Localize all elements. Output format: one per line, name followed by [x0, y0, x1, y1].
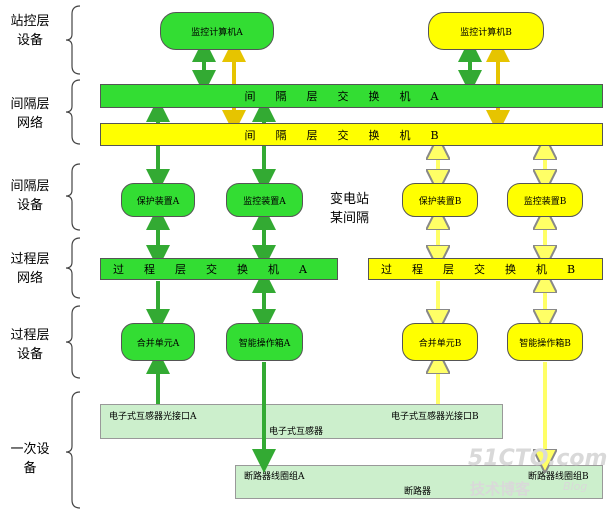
ect-label: 电子式互感器 — [269, 427, 324, 437]
smart-terminal-b: 智能操作箱B — [507, 323, 583, 361]
brace-primary-equipment — [66, 391, 81, 509]
process-switch-a-bar: 过程层交换机A — [100, 258, 338, 280]
monitoring-device-b: 监控装置B — [507, 183, 583, 217]
watermark-blog-cn: 技术博客 — [470, 480, 531, 498]
layer-label-bay-devices: 间隔层 设备 — [10, 179, 50, 213]
protection-device-b: 保护装置B — [402, 183, 478, 217]
bay-switch-b-bar: 间隔层交换机B — [100, 123, 603, 146]
monitoring-device-b-label: 监控装置B — [523, 196, 567, 207]
merging-unit-b-label: 合并单元B — [418, 338, 462, 349]
monitoring-computer-a-label: 监控计算机A — [191, 27, 243, 38]
layer-label-bay-network: 间隔层 网络 — [10, 97, 50, 131]
merging-unit-a: 合并单元A — [121, 323, 195, 361]
bay-switch-a-label: 间隔层交换机A — [244, 90, 459, 103]
ect-port-b-label: 电子式互感器光接口B — [391, 412, 479, 422]
breaker-label: 断路器 — [404, 487, 432, 497]
process-switch-a-label: 过程层交换机A — [113, 263, 327, 276]
smart-terminal-a: 智能操作箱A — [226, 323, 303, 361]
protection-device-a: 保护装置A — [121, 183, 195, 217]
breaker-coil-a-label: 断路器线圈组A — [244, 472, 305, 482]
bay-switch-a-bar: 间隔层交换机A — [100, 84, 603, 108]
brace-bay-devices — [66, 163, 81, 231]
monitoring-computer-a: 监控计算机A — [160, 12, 274, 50]
monitoring-device-a: 监控装置A — [226, 183, 303, 217]
layer-label-process-devices: 过程层 设备 — [10, 328, 50, 362]
substation-bay-label: 变电站 某间隔 — [330, 192, 370, 226]
monitoring-device-a-label: 监控装置A — [243, 196, 286, 207]
merging-unit-b: 合并单元B — [402, 323, 478, 361]
merging-unit-a-label: 合并单元A — [136, 338, 180, 349]
brace-station-devices — [66, 5, 81, 75]
brace-process-network — [66, 237, 81, 299]
bay-switch-b-label: 间隔层交换机B — [244, 128, 459, 142]
layer-label-station-devices: 站控层 设备 — [10, 14, 50, 48]
brace-process-devices — [66, 305, 81, 379]
monitoring-computer-b-label: 监控计算机B — [460, 27, 512, 38]
protection-device-b-label: 保护装置B — [418, 196, 462, 207]
breaker-coil-b-label: 断路器线圈组B — [528, 472, 589, 482]
protection-device-a-label: 保护装置A — [136, 196, 180, 207]
smart-terminal-b-label: 智能操作箱B — [519, 338, 571, 349]
process-switch-b-bar: 过程层交换机B — [368, 258, 603, 280]
brace-bay-network — [66, 79, 81, 145]
layer-label-process-network: 过程层 网络 — [10, 252, 50, 286]
smart-terminal-a-label: 智能操作箱A — [238, 338, 291, 349]
watermark-blog-en: Blog — [563, 480, 588, 493]
process-switch-b-label: 过程层交换机B — [381, 263, 596, 276]
monitoring-computer-b: 监控计算机B — [428, 12, 544, 50]
ect-port-a-label: 电子式互感器光接口A — [109, 412, 197, 422]
electronic-transformer-box: 电子式互感器光接口A 电子式互感器光接口B 电子式互感器 — [100, 404, 503, 439]
layer-label-primary-equipment: 一次设 备 — [10, 442, 50, 476]
layer-braces — [66, 5, 81, 509]
watermark-site: 51CTO.com — [468, 446, 607, 471]
